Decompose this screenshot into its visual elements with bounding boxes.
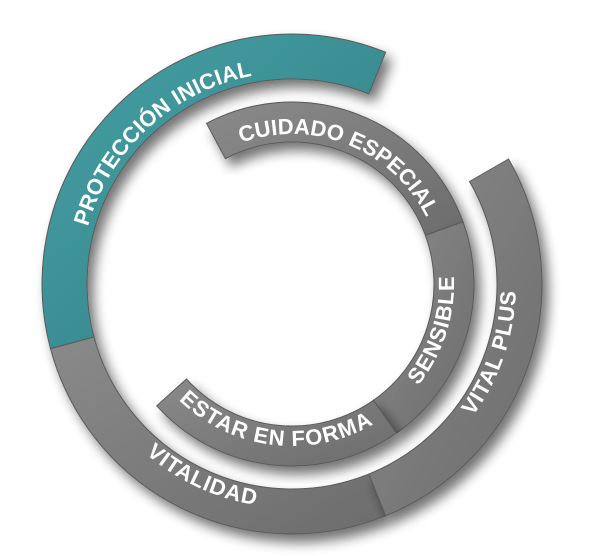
ring-segments (41, 33, 543, 535)
segment-vitalplus (368, 158, 543, 517)
segment-fit (156, 378, 398, 467)
segment-vitality (49, 336, 387, 535)
segment-protection (41, 33, 387, 350)
